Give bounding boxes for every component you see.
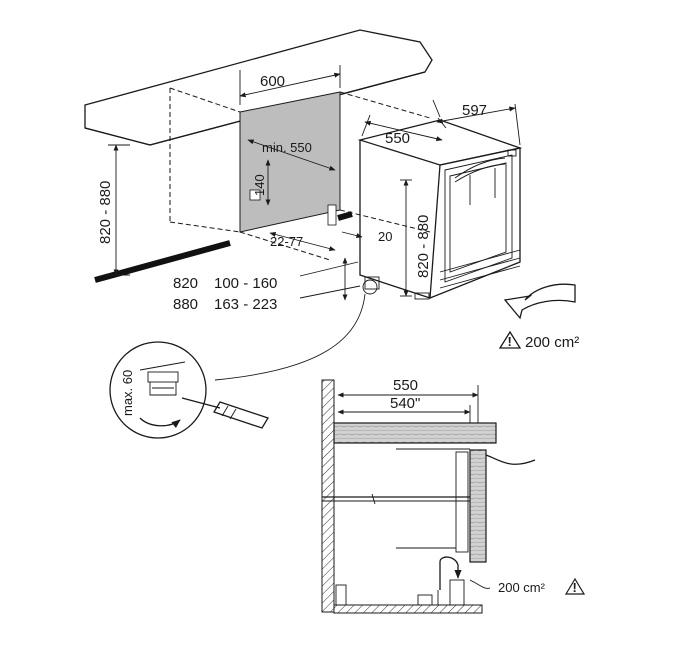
niche-rear-wall <box>239 91 341 233</box>
plinth-height-table: 820 100 - 160 880 163 - 223 <box>173 257 361 313</box>
plinth-880-range-label: 163 - 223 <box>214 296 277 313</box>
screwdriver-icon <box>181 397 269 429</box>
lower-vent-area-label: 200 cm² <box>498 580 546 595</box>
lower-vent-area: 200 cm² ! <box>498 577 586 595</box>
section-depth-outer-label: 550 <box>393 377 418 394</box>
dim-min-depth: min. 550 <box>247 139 336 171</box>
height-880-label: 880 <box>173 296 198 313</box>
dim-plinth-setback: 22-77 <box>269 231 336 252</box>
plinth-820-range-label: 100 - 160 <box>214 275 277 292</box>
foot-callout-marker <box>362 279 378 295</box>
airflow-arrow-icon <box>503 283 576 320</box>
foot-detail: max. 60 <box>109 341 207 439</box>
dim-appliance-width: 597 <box>432 99 521 146</box>
dim-niche-width-label: 600 <box>260 73 285 90</box>
dim-plinth-offset-label: 20 <box>378 229 392 244</box>
dim-appliance-depth: 550 <box>361 114 447 147</box>
upper-vent-area: ! 200 cm² <box>498 330 579 351</box>
warning-triangle-icon <box>498 330 522 349</box>
svg-text:!: ! <box>573 580 577 595</box>
foot-callout-leader <box>214 293 366 381</box>
dim-plinth-setback-label: 22-77 <box>270 234 303 249</box>
dim-min-depth-label: min. 550 <box>262 140 312 155</box>
height-820-label: 820 <box>173 275 198 292</box>
dim-vent-height: 140 <box>252 159 271 206</box>
dim-appliance-height-label: 820 - 880 <box>415 215 432 278</box>
section-depth-inner-label: 540" <box>390 395 420 412</box>
floor-plinth-left <box>94 240 231 283</box>
dim-appliance-width-label: 597 <box>462 102 487 119</box>
dim-niche-height: 820 - 880 <box>97 144 130 276</box>
floor-plinth-right <box>337 211 353 221</box>
dim-plinth-offset: 20 <box>341 229 392 244</box>
fridge-appliance <box>357 119 523 300</box>
dim-appliance-height: 820 - 880 <box>400 179 432 297</box>
dim-niche-height-label: 820 - 880 <box>97 181 114 244</box>
warning-triangle-icon <box>564 577 586 595</box>
foot-adjust-label: max. 60 <box>120 370 135 416</box>
dim-vent-height-label: 140 <box>252 174 267 196</box>
niche-outline <box>169 87 431 261</box>
section-view: 550 540" <box>321 377 536 614</box>
dim-niche-width: 600 <box>239 65 341 105</box>
rotate-arrow-icon <box>139 417 181 428</box>
upper-vent-area-label: 200 cm² <box>525 334 579 351</box>
dim-appliance-depth-label: 550 <box>385 130 410 147</box>
svg-text:!: ! <box>508 334 512 349</box>
